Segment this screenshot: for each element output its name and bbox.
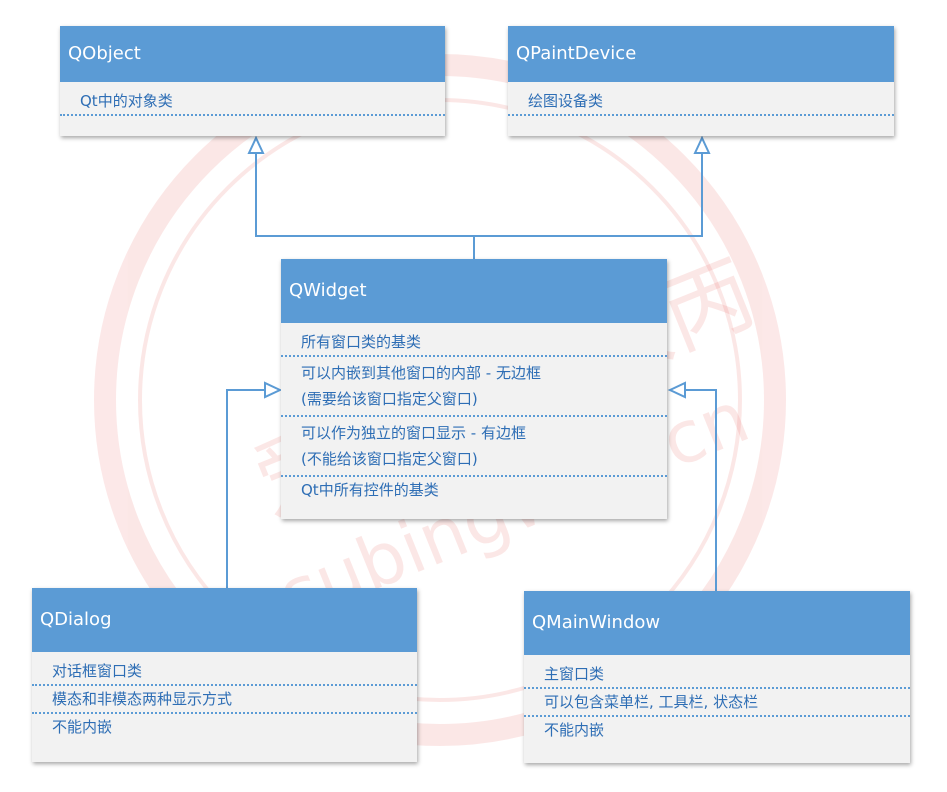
class-attribute: 模态和非模态两种显示方式 xyxy=(32,686,417,714)
class-attribute: 所有窗口类的基类 xyxy=(281,329,667,357)
connector-qwidget-qpaintdevice xyxy=(474,153,703,237)
class-box-qpaintdevice: QPaintDevice 绘图设备类 xyxy=(508,26,894,136)
class-attribute: 不能内嵌 xyxy=(544,721,605,739)
class-attribute: 绘图设备类 xyxy=(508,88,894,116)
class-attribute: 可以包含菜单栏, 工具栏, 状态栏 xyxy=(524,689,910,717)
class-box-qwidget: QWidget 所有窗口类的基类 可以内嵌到其他窗口的内部 - 无边框 (需要给… xyxy=(281,259,667,519)
class-box-qmainwindow: QMainWindow 主窗口类 可以包含菜单栏, 工具栏, 状态栏 不能内嵌 xyxy=(524,591,910,763)
connector-qwidget-qobject xyxy=(255,153,475,259)
class-attribute: 主窗口类 xyxy=(524,661,910,689)
class-box-qdialog: QDialog 对话框窗口类 模态和非模态两种显示方式 不能内嵌 xyxy=(32,588,417,762)
class-attribute: 可以内嵌到其他窗口的内部 - 无边框 (需要给该窗口指定父窗口) xyxy=(281,357,667,417)
inheritance-arrow-qwidget-right xyxy=(667,381,686,399)
inheritance-arrow-qwidget-left xyxy=(264,381,283,399)
inheritance-arrow-qpaintdevice xyxy=(693,135,711,154)
class-attribute: 可以作为独立的窗口显示 - 有边框 (不能给该窗口指定父窗口) xyxy=(281,417,667,477)
class-attribute-line: (需要给该窗口指定父窗口) xyxy=(301,390,478,408)
connector-qmainwindow-qwidget xyxy=(685,389,717,591)
class-attribute: 对话框窗口类 xyxy=(32,658,417,686)
inheritance-arrow-qobject xyxy=(247,135,265,154)
class-name-qobject: QObject xyxy=(60,26,445,82)
class-attribute: Qt中的对象类 xyxy=(60,88,445,116)
class-name-qdialog: QDialog xyxy=(32,588,417,652)
class-name-qmainwindow: QMainWindow xyxy=(524,591,910,655)
class-name-qwidget: QWidget xyxy=(281,259,667,323)
class-box-qobject: QObject Qt中的对象类 xyxy=(60,26,445,136)
class-attribute: Qt中所有控件的基类 xyxy=(301,481,439,499)
connector-qdialog-qwidget xyxy=(226,389,265,588)
class-attribute-line: (不能给该窗口指定父窗口) xyxy=(301,450,478,468)
class-attribute: 不能内嵌 xyxy=(52,718,113,736)
class-name-qpaintdevice: QPaintDevice xyxy=(508,26,894,82)
class-attribute-line: 可以内嵌到其他窗口的内部 - 无边框 xyxy=(301,364,541,382)
class-attribute-line: 可以作为独立的窗口显示 - 有边框 xyxy=(301,424,526,442)
